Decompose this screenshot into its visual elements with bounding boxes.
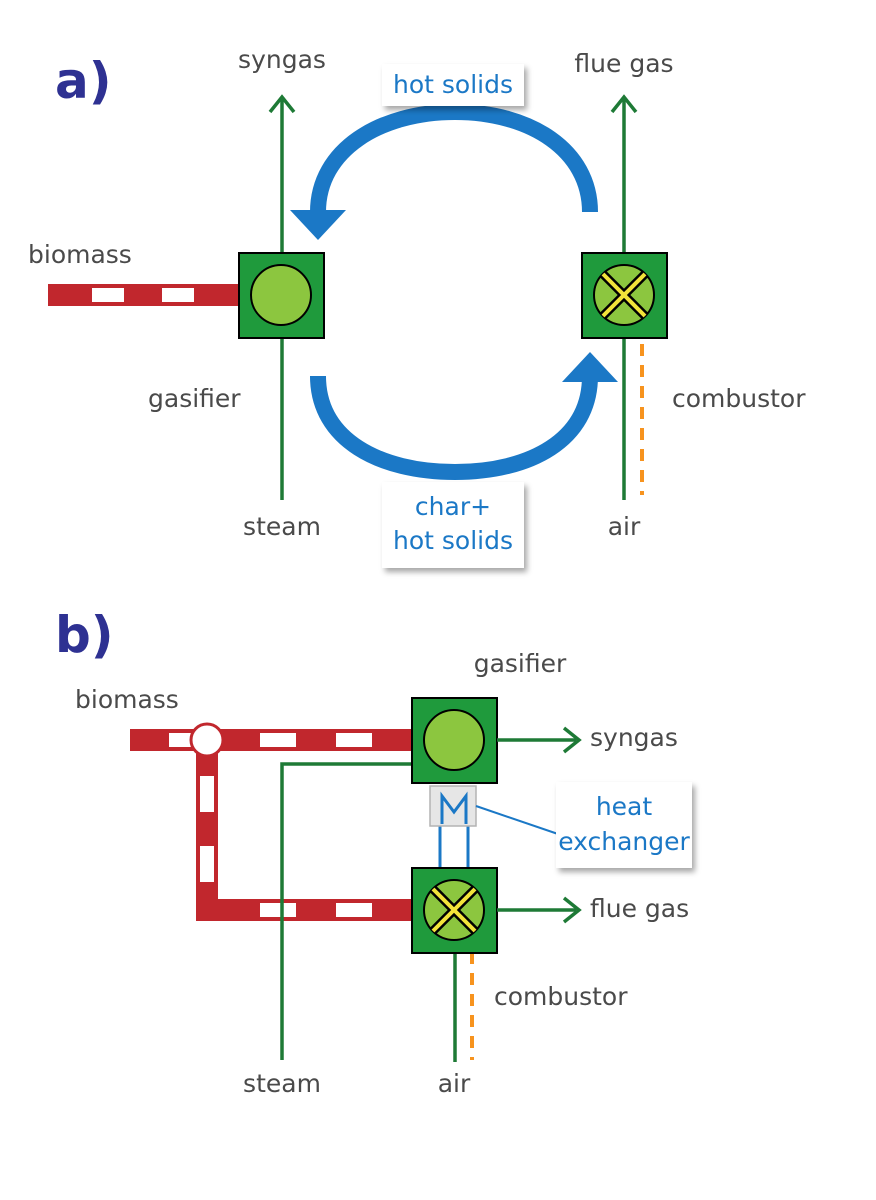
syngas-label: syngas <box>238 45 326 74</box>
gasifier-reactor-a <box>238 252 325 339</box>
gasifier-circle-icon <box>250 264 312 326</box>
biomass-feed-a <box>48 284 240 306</box>
combustor-label-b: combustor <box>494 982 628 1011</box>
biomass-label-a: biomass <box>28 240 132 269</box>
heat-label-line2: exchanger <box>558 827 690 856</box>
hot-solids-arrow-icon <box>290 210 346 240</box>
combustor-label-a: combustor <box>672 384 806 413</box>
heat-exchanger-pointer <box>475 805 559 835</box>
char-arrow-icon <box>562 352 618 382</box>
combustor-cross-icon-b <box>429 885 479 935</box>
hot-solids-label: hot solids <box>393 70 513 99</box>
char-hot-solids-callout: char+ hot solids <box>382 482 524 568</box>
heat-label-line1: heat <box>596 792 653 821</box>
hot-solids-loop <box>290 103 598 240</box>
panel-a: a) syngas flue gas hot solids <box>28 45 806 568</box>
flue-gas-label: flue gas <box>574 49 673 78</box>
flue-gas-arrow-icon <box>610 94 638 114</box>
char-label-line2: hot solids <box>393 526 513 555</box>
panel-b: b) biomass <box>55 606 692 1098</box>
biomass-label-b: biomass <box>75 685 179 714</box>
heat-exchanger-icon <box>440 791 468 824</box>
steam-label-a: steam <box>243 512 321 541</box>
combustor-cross-icon <box>599 270 649 320</box>
syngas-stream-b <box>497 726 582 754</box>
flue-gas-label-b: flue gas <box>590 894 689 923</box>
char-hot-solids-loop <box>310 352 618 481</box>
gasifier-circle-icon-b <box>423 709 485 771</box>
combustor-reactor-b <box>411 867 498 954</box>
steam-label-b: steam <box>243 1069 321 1098</box>
air-label-a: air <box>608 512 641 541</box>
air-label-b: air <box>438 1069 471 1098</box>
flue-gas-stream-b <box>497 896 582 924</box>
heat-exchanger <box>429 785 559 870</box>
gasifier-label-b: gasifier <box>474 649 567 678</box>
hot-solids-callout: hot solids <box>382 64 524 106</box>
biomass-feed-b <box>130 722 414 921</box>
syngas-arrow-icon <box>268 94 296 114</box>
steam-line-b <box>280 762 414 1060</box>
splitter-icon <box>189 722 225 758</box>
gasifier-label-a: gasifier <box>148 384 241 413</box>
flue-gas-arrow-icon-b <box>562 896 582 924</box>
combustor-reactor-a <box>581 252 668 339</box>
gasifier-reactor-b <box>411 697 498 784</box>
panel-b-label: b) <box>55 606 114 664</box>
heat-exchanger-callout: heat exchanger <box>556 782 692 868</box>
syngas-label-b: syngas <box>590 723 678 752</box>
panel-a-label: a) <box>55 52 112 110</box>
char-label-line1: char+ <box>415 492 491 521</box>
syngas-arrow-icon-b <box>562 726 582 754</box>
